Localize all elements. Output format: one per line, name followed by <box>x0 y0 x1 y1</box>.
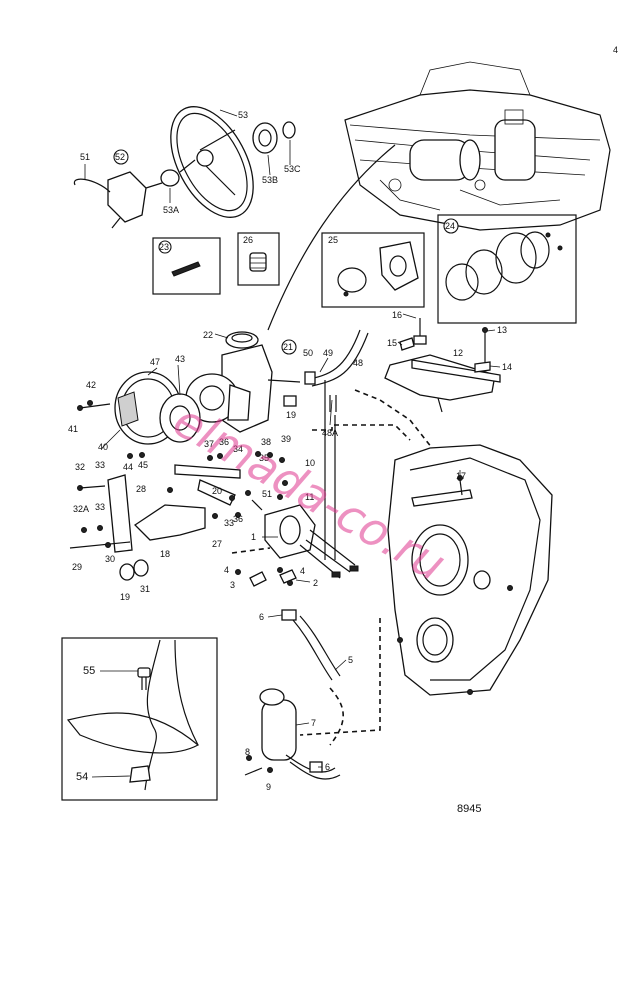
callout-18: 18 <box>160 549 170 559</box>
cap-53c <box>282 121 296 139</box>
callout-37: 37 <box>204 439 214 449</box>
callout-45: 45 <box>138 460 148 470</box>
callout-28: 28 <box>136 484 146 494</box>
callout-34: 34 <box>233 444 243 454</box>
callout-33a: 33 <box>95 460 105 470</box>
callout-32a: 32A <box>73 504 89 514</box>
inset-detail <box>61 637 218 801</box>
callout-50: 50 <box>303 348 313 358</box>
callout-circle-52 <box>113 149 129 165</box>
callout-16: 16 <box>392 310 402 320</box>
callout-41: 41 <box>68 424 78 434</box>
kit-box-25 <box>321 232 425 308</box>
callout-8: 8 <box>245 747 250 757</box>
tiller-arm <box>384 318 501 413</box>
callout-15: 15 <box>387 338 397 348</box>
kit-box-23 <box>152 237 221 295</box>
callout-25: 25 <box>328 235 338 245</box>
oil-cooler-7 <box>244 688 341 780</box>
callout-5: 5 <box>348 655 353 665</box>
callout-10: 10 <box>305 458 315 468</box>
callout-4a: 4 <box>224 565 229 575</box>
callout-24: 24 <box>445 221 455 231</box>
callout-21: 21 <box>283 342 293 352</box>
callout-11: 11 <box>305 492 314 502</box>
transom-shield <box>387 444 553 696</box>
callout-17: 17 <box>456 471 466 481</box>
drawing-number: 8945 <box>457 803 481 815</box>
callout-36b: 36 <box>233 514 243 524</box>
callout-13: 13 <box>497 325 507 335</box>
callout-53b: 53B <box>262 175 278 185</box>
callout-42: 42 <box>86 380 96 390</box>
hose-48-49 <box>304 329 369 560</box>
callout-26: 26 <box>243 235 253 245</box>
hose-fittings <box>235 567 297 587</box>
callout-38: 38 <box>261 437 271 447</box>
power-steering-pump <box>77 331 301 459</box>
callout-9: 9 <box>266 782 271 792</box>
callout-55: 55 <box>83 665 95 677</box>
servo-cylinder <box>251 499 359 579</box>
callout-22: 22 <box>203 330 213 340</box>
engine-assembly <box>344 61 611 231</box>
callout-19a: 19 <box>286 410 296 420</box>
callout-47: 47 <box>150 357 160 367</box>
kit-box-26 <box>237 232 280 286</box>
callout-6a: 6 <box>259 612 264 622</box>
callout-33c: 33 <box>224 518 234 528</box>
callout-32: 32 <box>75 462 85 472</box>
callout-54: 54 <box>76 771 88 783</box>
callout-44: 44 <box>123 462 133 472</box>
callout-29: 29 <box>72 562 82 572</box>
kit-box-24 <box>437 214 577 324</box>
callout-53: 53 <box>238 110 248 120</box>
corner-mark: 4 <box>613 45 618 55</box>
callout-30: 30 <box>105 554 115 564</box>
helm-unit-52 <box>107 171 147 223</box>
callout-40: 40 <box>98 442 108 452</box>
leader-lines <box>84 109 501 778</box>
callout-39: 39 <box>281 434 291 444</box>
callout-14: 14 <box>502 362 512 372</box>
callout-19b: 19 <box>120 592 130 602</box>
callout-1: 1 <box>251 532 256 542</box>
callout-43: 43 <box>175 354 185 364</box>
callout-35: 35 <box>259 453 269 463</box>
callout-27: 27 <box>212 539 222 549</box>
callout-33b: 33 <box>95 502 105 512</box>
callout-6b: 6 <box>325 762 330 772</box>
steering-wheel-assembly <box>73 106 296 229</box>
callout-23: 23 <box>159 242 169 252</box>
callout-53a: 53A <box>163 205 179 215</box>
bearing-53b <box>252 122 278 154</box>
callout-48a: 48A <box>322 428 338 438</box>
callout-4b: 4 <box>300 566 305 576</box>
callout-36: 36 <box>219 437 229 447</box>
callout-12: 12 <box>453 348 463 358</box>
callout-3: 3 <box>230 580 235 590</box>
callout-labels: 53 53B 53C 53A 51 52 23 26 25 24 22 21 4… <box>68 110 512 792</box>
callout-20: 20 <box>212 486 222 496</box>
steering-cable <box>267 144 396 331</box>
callout-48: 48 <box>353 358 363 368</box>
hose-5 <box>281 609 341 681</box>
callout-31: 31 <box>140 584 150 594</box>
mounting-brackets <box>69 451 288 581</box>
callout-7: 7 <box>311 718 316 728</box>
callout-51b: 51 <box>262 489 272 499</box>
callout-52: 52 <box>115 152 125 162</box>
transom-opening <box>411 524 469 596</box>
callout-53c: 53C <box>284 164 301 174</box>
callout-51a: 51 <box>80 152 90 162</box>
callout-2: 2 <box>313 578 318 588</box>
callout-49: 49 <box>323 348 333 358</box>
